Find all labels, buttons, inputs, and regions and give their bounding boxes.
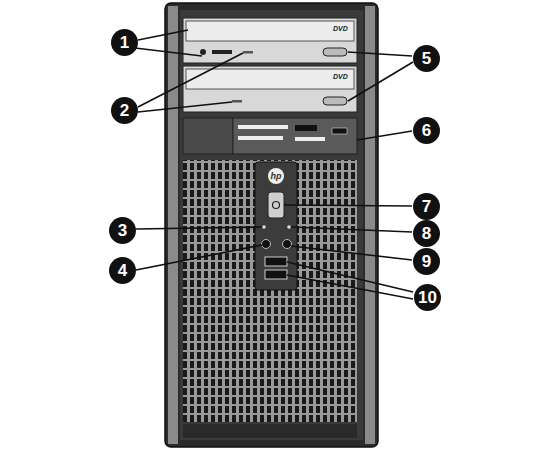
- front-grille: [183, 160, 357, 422]
- optical-drive: [183, 18, 357, 63]
- callout-number: 8: [413, 220, 440, 247]
- headphone-jack: [200, 49, 206, 55]
- usb-port: [265, 270, 287, 279]
- callout-number: 9: [413, 248, 440, 275]
- power-symbol: [273, 202, 280, 209]
- media-card-reader: [233, 118, 357, 154]
- power-light: [287, 225, 291, 229]
- microphone-jack: [262, 240, 271, 249]
- callout-number: 7: [413, 193, 440, 220]
- eject-button: [323, 97, 347, 105]
- callout-number: 5: [413, 45, 440, 72]
- callout-number: 4: [109, 257, 136, 284]
- card-slot: [295, 137, 325, 141]
- power-button: [268, 192, 284, 218]
- activity-light: [243, 51, 253, 54]
- brand-logo: hp: [268, 168, 284, 184]
- volume-control: [212, 50, 232, 54]
- drive-logo: DVD: [333, 73, 348, 80]
- callout-number: 10: [414, 284, 441, 311]
- eject-button: [323, 48, 347, 56]
- card-slot: [295, 125, 317, 131]
- usb-port: [265, 257, 287, 266]
- drive-logo: DVD: [333, 25, 348, 32]
- headphone-jack: [283, 240, 292, 249]
- housing-bevel: [168, 6, 178, 444]
- activity-light: [232, 100, 242, 103]
- card-slot: [238, 125, 288, 129]
- leader-lines: [135, 30, 413, 299]
- blank-bay: [183, 118, 233, 154]
- drive-tray: [186, 69, 354, 89]
- card-slot: [238, 136, 283, 140]
- drive-tray: [186, 21, 354, 41]
- tower-housing: [165, 3, 378, 447]
- front-io-panel: [255, 162, 297, 290]
- base: [183, 424, 357, 438]
- housing-bevel: [365, 6, 375, 444]
- hard-drive-light: [262, 225, 266, 229]
- front-bezel: [180, 10, 363, 440]
- callout-number: 2: [111, 97, 138, 124]
- callout-number: 6: [413, 117, 440, 144]
- callout-number: 1: [111, 29, 138, 56]
- callout-number: 3: [109, 217, 136, 244]
- card-reader-usb: [332, 128, 347, 134]
